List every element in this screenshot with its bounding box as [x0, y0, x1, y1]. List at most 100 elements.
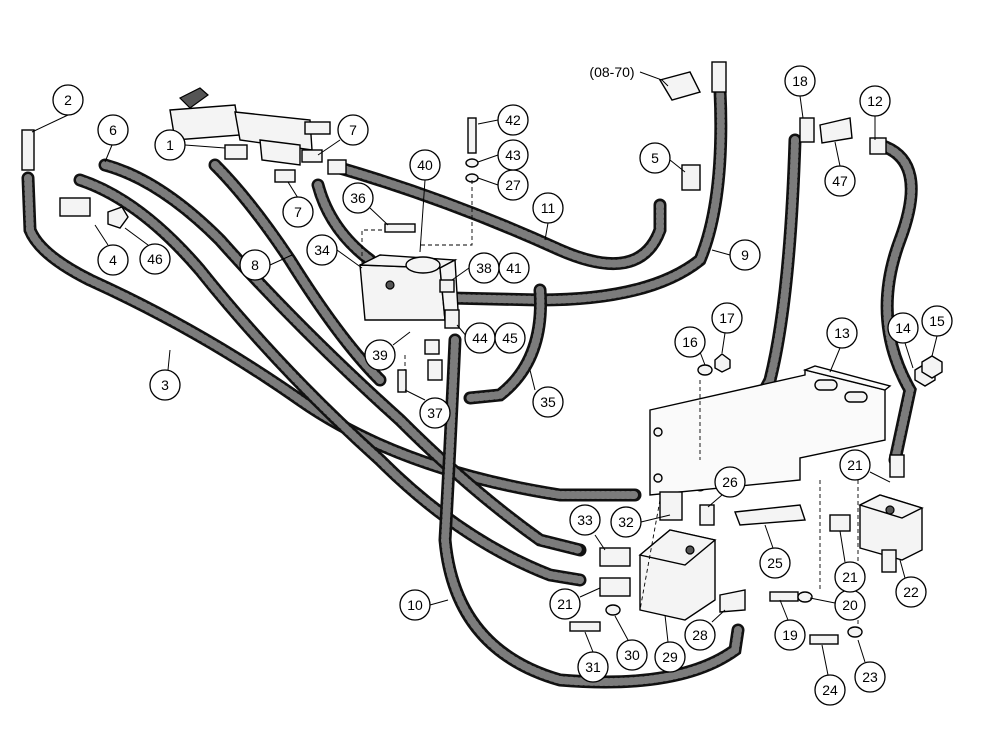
callout-5: 5 [639, 142, 686, 174]
callout-24: 24 [814, 644, 846, 706]
svg-text:41: 41 [506, 260, 522, 276]
svg-text:27: 27 [505, 177, 521, 193]
callout-18: 18 [784, 65, 816, 119]
callout-35: 35 [529, 369, 564, 418]
svg-text:5: 5 [651, 150, 659, 166]
callout-14: 14 [887, 312, 919, 369]
callout-41: 41 [498, 252, 530, 284]
svg-text:6: 6 [109, 122, 117, 138]
callout-reference: (08-70) [589, 64, 669, 87]
manifold-block-29 [638, 529, 717, 621]
svg-text:43: 43 [505, 147, 521, 163]
svg-text:7: 7 [294, 204, 302, 220]
callout-44: 44 [456, 322, 496, 354]
callout-33: 33 [569, 504, 606, 551]
svg-text:42: 42 [505, 112, 521, 128]
svg-text:25: 25 [767, 555, 783, 571]
callout-1: 1 [154, 129, 226, 161]
svg-text:44: 44 [472, 330, 488, 346]
svg-text:39: 39 [372, 347, 388, 363]
callout-46: 46 [124, 227, 171, 275]
hoses [21, 83, 918, 689]
svg-text:19: 19 [782, 627, 798, 643]
callout-9: 9 [711, 239, 761, 271]
fittings [21, 61, 943, 645]
svg-text:36: 36 [350, 190, 366, 206]
svg-text:28: 28 [692, 627, 708, 643]
callout-21-a: 21 [839, 449, 891, 483]
svg-text:17: 17 [719, 310, 735, 326]
callout-28: 28 [684, 609, 726, 651]
callout-7-bottom: 7 [282, 181, 314, 228]
svg-text:7: 7 [349, 122, 357, 138]
svg-text:21: 21 [557, 596, 573, 612]
callouts: (08-70) 1 2 3 4 5 6 7 7 8 9 10 11 12 13 … [31, 64, 953, 706]
svg-text:47: 47 [832, 173, 848, 189]
callout-12: 12 [859, 85, 891, 140]
callout-11: 11 [532, 192, 564, 241]
callout-31: 31 [577, 631, 609, 683]
svg-text:(08-70): (08-70) [589, 64, 634, 80]
svg-text:35: 35 [540, 394, 556, 410]
svg-text:29: 29 [662, 649, 678, 665]
callout-21-b: 21 [834, 530, 866, 593]
callout-36: 36 [342, 182, 389, 226]
callout-21-c: 21 [549, 587, 601, 620]
callout-3: 3 [149, 349, 181, 401]
hose-12-inner [876, 141, 916, 464]
manifold-block-22 [858, 494, 924, 573]
svg-text:22: 22 [903, 584, 919, 600]
svg-text:32: 32 [618, 514, 634, 530]
callout-40: 40 [409, 149, 441, 253]
callout-37: 37 [404, 389, 451, 429]
svg-text:10: 10 [407, 597, 423, 613]
hose-35-inner [466, 286, 545, 402]
callout-2: 2 [31, 84, 84, 133]
svg-text:30: 30 [624, 647, 640, 663]
callout-26: 26 [707, 466, 746, 508]
callout-7-top: 7 [317, 114, 369, 156]
svg-text:34: 34 [314, 242, 330, 258]
callout-45: 45 [494, 322, 526, 354]
callout-8: 8 [239, 249, 293, 281]
callout-13: 13 [826, 317, 858, 373]
hose-11-inner [336, 164, 664, 268]
hose-6-inner [101, 161, 584, 554]
callout-25: 25 [759, 524, 791, 579]
svg-text:38: 38 [476, 260, 492, 276]
svg-text:46: 46 [147, 251, 163, 267]
callout-38: 38 [451, 252, 500, 284]
callout-17: 17 [711, 302, 743, 354]
callout-47: 47 [824, 141, 856, 197]
svg-text:26: 26 [722, 474, 738, 490]
callout-10: 10 [399, 589, 449, 621]
callout-4: 4 [94, 224, 129, 276]
svg-text:11: 11 [541, 200, 556, 216]
svg-text:12: 12 [867, 93, 883, 109]
svg-text:33: 33 [577, 512, 593, 528]
callout-39: 39 [364, 331, 411, 371]
svg-text:37: 37 [427, 405, 443, 421]
svg-text:45: 45 [502, 330, 518, 346]
hose-10-inner [440, 336, 742, 686]
svg-text:16: 16 [682, 334, 698, 350]
callout-29: 29 [654, 614, 686, 673]
svg-text:21: 21 [847, 457, 863, 473]
callout-6: 6 [97, 114, 129, 163]
callout-19: 19 [774, 599, 806, 651]
callout-32: 32 [610, 506, 671, 538]
callout-20: 20 [809, 589, 866, 621]
hose-8-inner [76, 176, 584, 584]
callout-27: 27 [477, 169, 529, 201]
callout-16: 16 [674, 326, 706, 366]
callout-30: 30 [614, 615, 648, 671]
svg-text:23: 23 [862, 669, 878, 685]
svg-text:24: 24 [822, 682, 838, 698]
callout-15: 15 [921, 305, 953, 357]
svg-text:40: 40 [417, 157, 433, 173]
svg-text:13: 13 [834, 325, 850, 341]
callout-22: 22 [895, 559, 927, 608]
callout-43: 43 [477, 139, 529, 171]
assembly-dashed-lines [361, 180, 923, 628]
